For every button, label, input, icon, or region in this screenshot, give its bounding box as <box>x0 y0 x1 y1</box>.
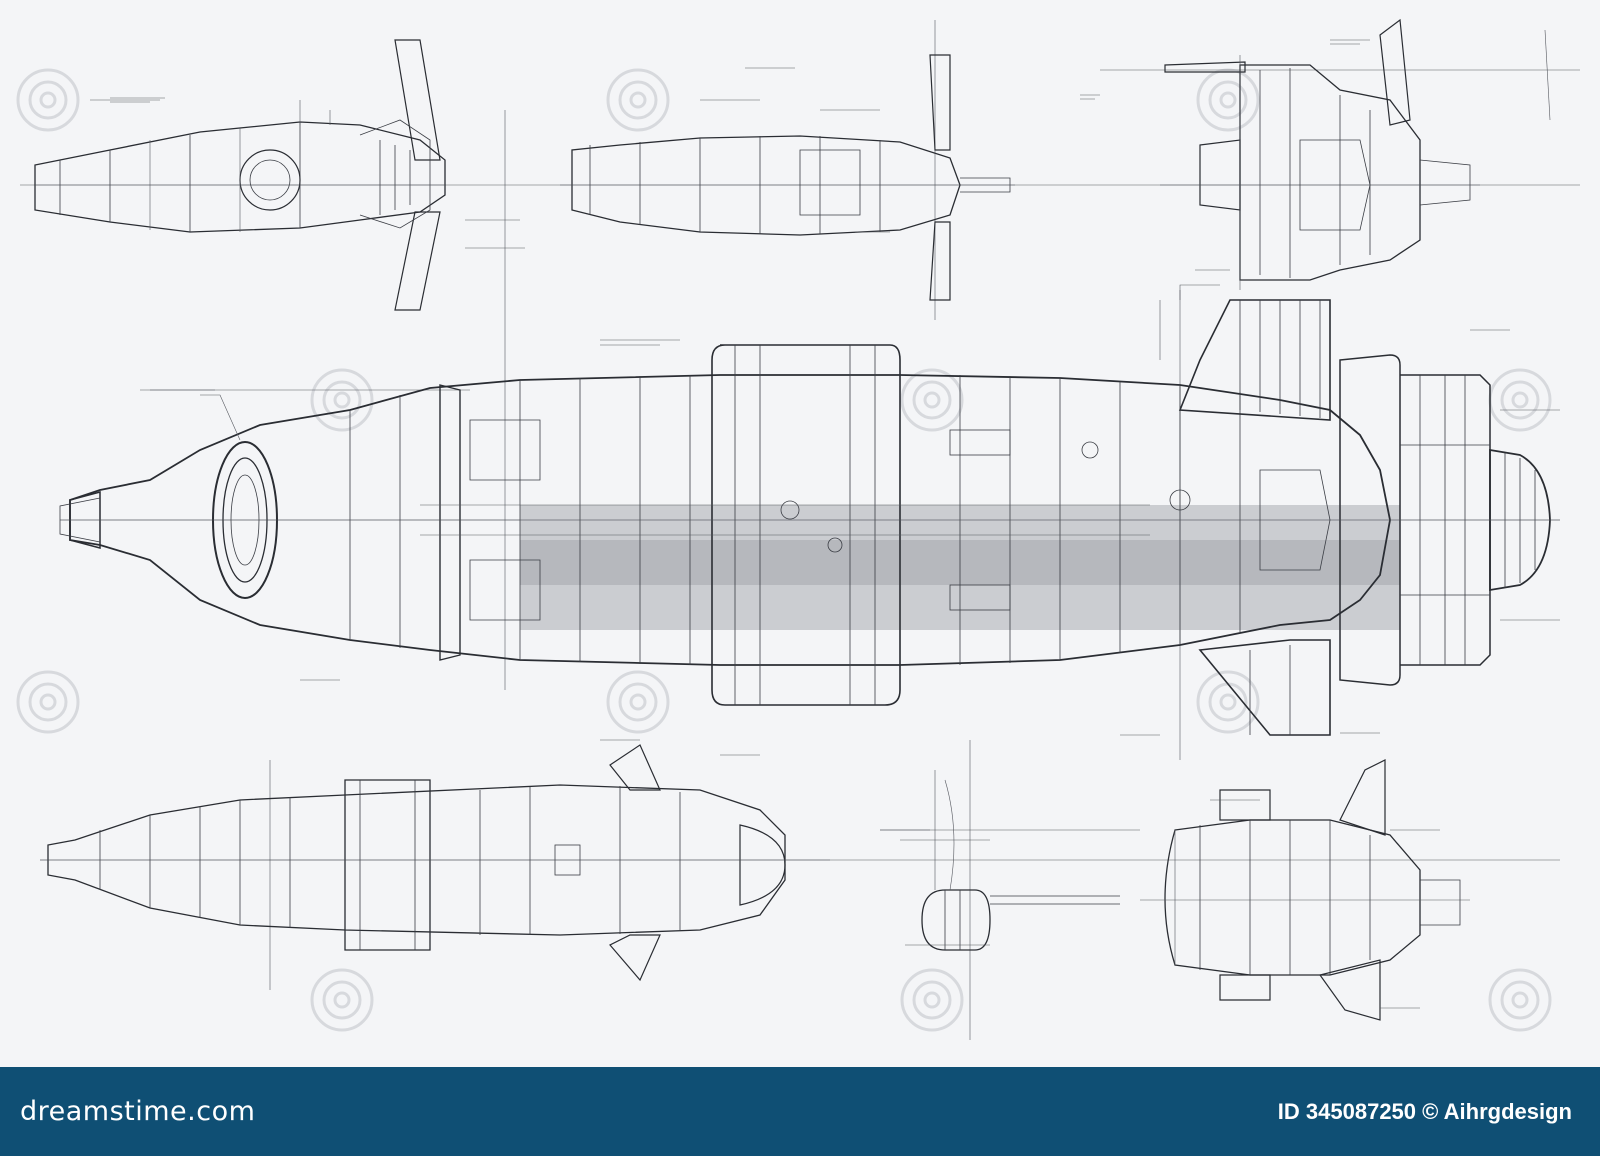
image-id-credit: ID 345087250 © Aihrgdesign <box>1278 1099 1572 1125</box>
view-bottom-right <box>1140 759 1470 1021</box>
spiral-watermark-icon <box>1488 368 1552 432</box>
spiral-watermark-icon <box>606 68 670 132</box>
view-bottom-center <box>900 770 1120 951</box>
spiral-watermark-icon <box>1488 968 1552 1032</box>
image-id: ID 345087250 <box>1277 1098 1417 1124</box>
spiral-watermark-icon <box>606 670 670 734</box>
spacecraft-blueprint <box>16 18 1580 1040</box>
spiral-watermark-icon <box>310 968 374 1032</box>
spiral-watermark-icon <box>310 368 374 432</box>
view-bottom-left <box>40 744 830 982</box>
view-top-center <box>560 54 1015 301</box>
spiral-watermark-icon <box>900 368 964 432</box>
annotation-marks <box>110 29 1551 1009</box>
spiral-watermark-icon <box>1196 68 1260 132</box>
spiral-watermark-icon <box>16 670 80 734</box>
stock-watermark-banner: dreamstime.com ID 345087250 © Aihrgdesig… <box>0 1067 1600 1156</box>
spiral-watermark-icon <box>900 968 964 1032</box>
author-credit: © Aihrgdesign <box>1422 1098 1572 1124</box>
blueprint-sheet <box>16 18 1580 1040</box>
view-top-left <box>34 39 446 311</box>
view-main-ship <box>59 284 1560 736</box>
spiral-watermark-icon <box>16 68 80 132</box>
site-logo: dreamstime.com <box>20 1096 256 1127</box>
view-top-right <box>1160 18 1480 290</box>
spiral-watermark-icon <box>1196 670 1260 734</box>
watermark-spirals <box>16 68 1552 1032</box>
